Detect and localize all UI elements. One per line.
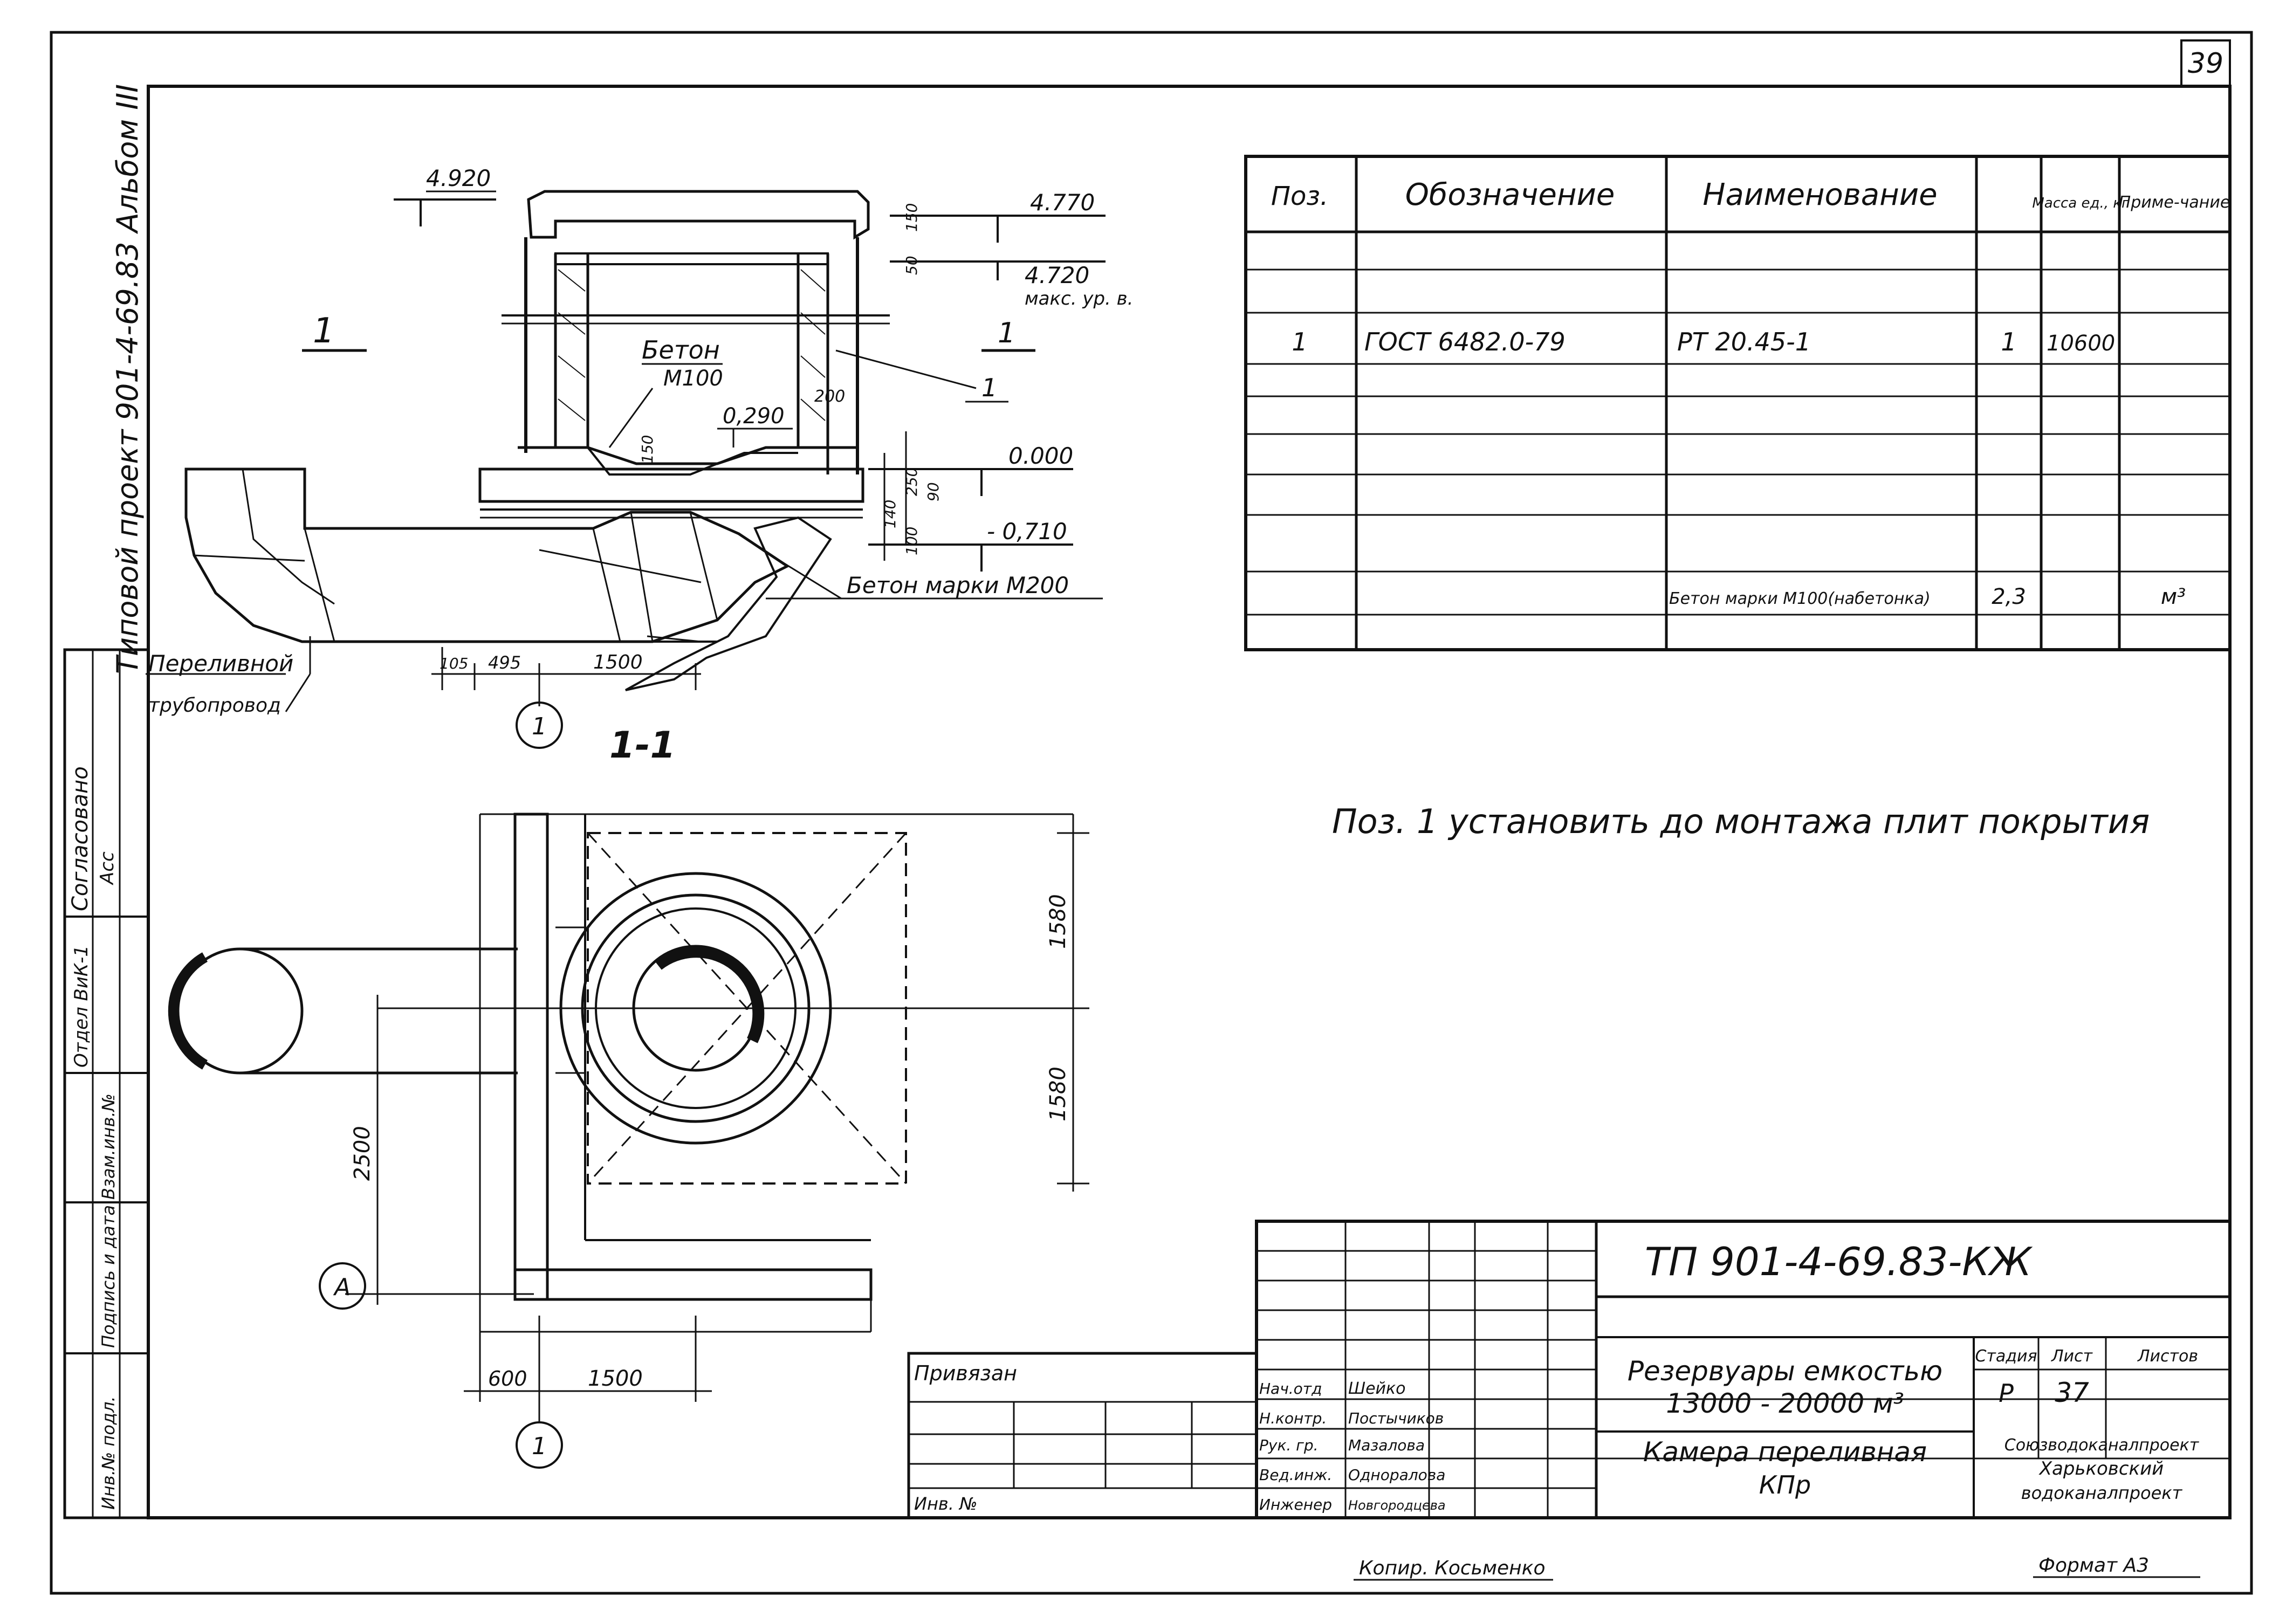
install-note: Поз. 1 установить до монтажа плит покрыт… — [1332, 802, 2150, 841]
axis-1-bubble-top — [516, 701, 563, 749]
plan-bottom-wall — [513, 1268, 873, 1301]
pos-callout: 1 — [981, 373, 997, 402]
project-title-2: 13000 - 20000 м³ — [1666, 1388, 1904, 1419]
spec-row-qty: 1 — [2001, 327, 2016, 356]
axis-a: А — [333, 1274, 351, 1301]
spec-row-mass: 10600 — [2047, 331, 2115, 356]
privyazan: Привязан — [914, 1361, 1017, 1385]
spec-concrete-qty: 2,3 — [1992, 584, 2026, 609]
axis-1-bottom: 1 — [532, 1433, 547, 1460]
overflow-pipe — [184, 467, 790, 643]
beton-200-label: Бетон марки М200 — [847, 572, 1069, 598]
dim-600: 600 — [488, 1367, 527, 1391]
tb-name-3: Одноралова — [1348, 1466, 1445, 1484]
cover-slab — [527, 190, 870, 240]
stamp-inv: Инв.№ подл. — [98, 1396, 119, 1510]
tb-role-4: Инженер — [1259, 1496, 1332, 1513]
album-note: Типовой проект 901-4-69.83 Альбом III — [111, 84, 145, 674]
page-number-box — [2180, 39, 2231, 87]
concrete-encasement — [625, 516, 832, 691]
beton-label: Бетон — [642, 335, 720, 364]
cut-label-right: 1 — [998, 317, 1015, 349]
tb-role-2: Рук. гр. — [1259, 1436, 1319, 1454]
spec-header-note: Приме-чание — [2119, 193, 2230, 212]
foundation — [478, 467, 864, 503]
page-number: 39 — [2188, 47, 2223, 80]
sheet-title-2: КПр — [1759, 1470, 1811, 1499]
tb-name-1: Постычиков — [1348, 1409, 1444, 1427]
dim-1500-plan: 1500 — [588, 1366, 643, 1391]
dim-105: 105 — [440, 655, 468, 672]
spec-header-pos: Поз. — [1271, 181, 1328, 211]
spec-concrete-name: Бетон марки М100(набетонка) — [1669, 589, 1931, 608]
stamp-sign: Асс — [97, 851, 118, 885]
stage-value: Р — [1999, 1379, 2014, 1408]
listov-header: Листов — [2137, 1347, 2198, 1366]
section-view: 4.920 4.770 4.720 макс. ур. в. 150 50 Бе… — [146, 165, 1134, 767]
org-2: Харьковский — [2038, 1458, 2164, 1480]
section-title: 1-1 — [609, 724, 676, 767]
elev-top-right: 4.770 — [1030, 189, 1095, 216]
drawing-code: ТП 901-4-69.83-КЖ — [1645, 1239, 2033, 1284]
tb-role-0: Нач.отд — [1259, 1380, 1322, 1398]
dim-495: 495 — [488, 652, 521, 673]
elev-bottom: - 0,710 — [987, 518, 1067, 545]
spec-row-pos: 1 — [1292, 327, 1307, 356]
axis-a-bubble — [319, 1262, 366, 1310]
elev-top-left: 4.920 — [426, 165, 491, 191]
stage-header: Стадия — [1975, 1347, 2037, 1366]
title-block: Привязан Инв. № Нач.отд Шейко Н.контр. П… — [907, 1220, 2232, 1519]
stamp-podpis: Подпись и дата — [98, 1205, 119, 1348]
list-header: Лист — [2051, 1347, 2093, 1366]
pipe-label-1: Переливной — [148, 650, 293, 677]
tb-role-1: Н.контр. — [1259, 1409, 1327, 1427]
stamp-soglasovano: Согласовано — [68, 766, 93, 911]
tb-role-3: Вед.инж. — [1259, 1466, 1332, 1484]
dim-1500-sec: 1500 — [593, 651, 643, 673]
org-1: Союзводоканалпроект — [2004, 1436, 2200, 1455]
footer-format: Формат А3 — [2038, 1554, 2149, 1577]
stamp-vzam: Взам.инв.№ — [98, 1093, 119, 1200]
beton-grade: М100 — [663, 366, 723, 391]
sheet-title-1: Камера переливная — [1643, 1436, 1927, 1468]
spec-concrete-unit: м³ — [2161, 584, 2186, 609]
pipe-label-2: трубопровод — [148, 694, 281, 717]
stamp-otdel: Отдел ВиК-1 — [71, 945, 92, 1068]
spec-row-designation: ГОСТ 6482.0-79 — [1364, 327, 1566, 356]
spec-header-designation: Обозначение — [1405, 177, 1615, 212]
footer-copier: Копир. Косьменко — [1359, 1557, 1545, 1579]
axis-1-top: 1 — [532, 713, 547, 740]
dim-1580b: 1580 — [1046, 1066, 1070, 1121]
tb-name-0: Шейко — [1348, 1379, 1406, 1398]
project-title-1: Резервуары емкостью — [1628, 1355, 1942, 1387]
spec-row-name: РТ 20.45-1 — [1677, 327, 1811, 356]
outer-frame — [50, 31, 2253, 1595]
axis-1-bubble-bottom — [516, 1421, 563, 1469]
floor-benching — [518, 446, 857, 465]
dim-150b: 150 — [639, 435, 656, 464]
org-3: водоканалпроект — [2021, 1483, 2183, 1503]
elev-max: 4.720 — [1025, 262, 1089, 288]
spec-header-name: Наименование — [1702, 177, 1937, 212]
cut-label-left: 1 — [313, 311, 335, 351]
elev-inner: 0,290 — [723, 404, 785, 429]
spec-table: Поз. Обозначение Наименование Масса ед.,… — [1244, 155, 2232, 651]
plan-view: 600 1500 1 1580 1580 2500 А — [168, 813, 1089, 1469]
tb-name-4: Новгородцева — [1348, 1498, 1446, 1513]
dim-2500: 2500 — [350, 1126, 375, 1181]
dim-150: 150 — [903, 203, 921, 232]
spec-header-mass: Масса ед., кг — [2032, 195, 2129, 211]
plan-left-wall — [513, 813, 549, 1301]
elev-zero: 0.000 — [1008, 443, 1073, 469]
dim-200: 200 — [814, 387, 845, 406]
max-level-label: макс. ур. в. — [1025, 288, 1134, 309]
dim-1580a: 1580 — [1046, 894, 1070, 949]
tb-name-2: Мазалова — [1348, 1436, 1425, 1454]
list-value: 37 — [2055, 1377, 2089, 1408]
inv-no: Инв. № — [914, 1494, 977, 1514]
dim-50: 50 — [903, 256, 921, 275]
dim-90: 90 — [924, 482, 942, 501]
left-stamp: Согласовано Асс Отдел ВиК-1 Взам.инв.№ П… — [63, 648, 150, 1519]
